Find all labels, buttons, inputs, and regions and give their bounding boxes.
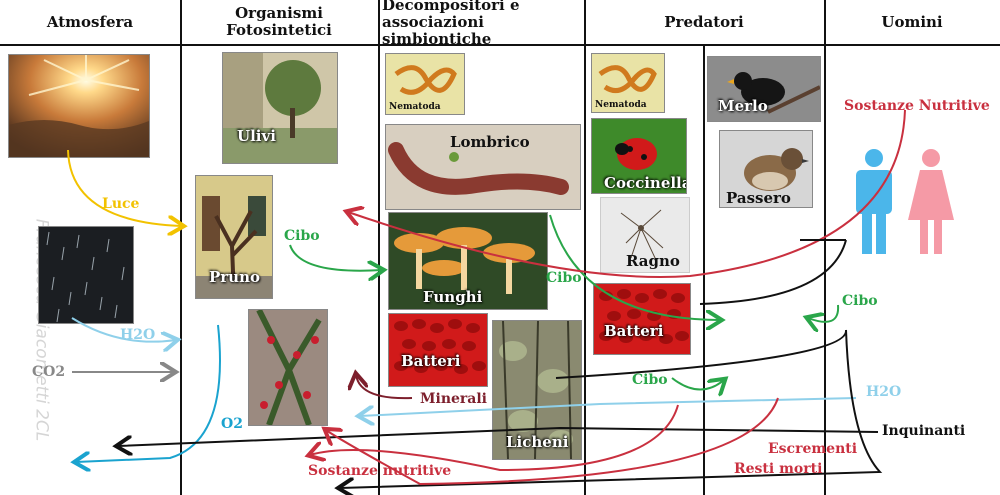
photo-batteri-1: Batteri (388, 313, 488, 387)
photo-pruno: Pruno (195, 175, 273, 299)
arrow-luce (67, 149, 182, 226)
flow-label-sostanze-nutritive-top: Sostanze Nutritive (844, 98, 990, 114)
flow-label-resti-morti: Resti morti (734, 461, 823, 477)
photo-bacche (248, 309, 328, 426)
woman-icon (906, 148, 956, 256)
photo-licheni: Licheni (492, 320, 582, 460)
label-nematoda-1: Nematoda (389, 102, 441, 112)
photo-nematoda-1: Nematoda (385, 53, 465, 115)
column-divider (703, 44, 705, 495)
flow-label-h2o-right: H2O (866, 384, 902, 400)
photo-nematoda-2: Nematoda (591, 53, 665, 113)
column-divider (824, 0, 826, 495)
label-batteri-1: Batteri (401, 352, 461, 370)
sun-icon (8, 54, 150, 158)
flow-label-cibo-left: Cibo (284, 228, 320, 244)
flow-label-minerali: Minerali (420, 391, 487, 407)
photo-funghi: Funghi (388, 212, 548, 310)
photo-ragno: Ragno (600, 197, 690, 273)
label-ulivi: Ulivi (237, 127, 276, 145)
header-divider (0, 44, 1000, 46)
flow-label-escrementi: Escrementi (768, 441, 858, 457)
column-divider (180, 0, 182, 495)
label-lombrico: Lombrico (450, 133, 530, 151)
arrow-o2 (76, 324, 221, 462)
flow-label-sostanze-nutritive-bottom: Sostanze nutritive (308, 463, 452, 479)
column-header-atmosfera: Atmosfera (46, 12, 134, 31)
column-header-predatori: Predatori (664, 12, 744, 31)
flow-label-co2: CO2 (32, 364, 66, 380)
label-merlo: Merlo (718, 97, 768, 115)
photo-lombrico: Lombrico (385, 124, 581, 210)
rain-icon (38, 226, 134, 324)
label-funghi: Funghi (423, 288, 483, 306)
label-licheni: Licheni (506, 433, 569, 451)
label-passero: Passero (726, 189, 791, 207)
arrow-cibo-left (289, 244, 382, 271)
flow-label-inquinanti: Inquinanti (882, 423, 966, 439)
column-header-decompositori: Decompositori e associazioni simbiontich… (382, 0, 520, 48)
flow-label-luce: Luce (102, 196, 140, 212)
column-header-uomini: Uomini (881, 12, 943, 31)
column-divider (584, 0, 586, 495)
label-ragno: Ragno (626, 252, 680, 270)
column-header-organismi: Organismi Fotosintetici (226, 4, 332, 39)
man-icon (852, 148, 896, 256)
photo-batteri-2: Batteri (593, 283, 691, 355)
flow-label-h2o-left: H2O (120, 327, 156, 343)
arrow-cibo-center (671, 378, 724, 390)
flow-label-o2: O2 (221, 416, 243, 432)
flow-label-cibo-right: Cibo (842, 293, 878, 309)
photo-passero: Passero (719, 130, 813, 208)
column-divider (378, 0, 380, 495)
label-nematoda-2: Nematoda (595, 100, 647, 110)
label-coccinella: Coccinella (604, 174, 687, 192)
label-pruno: Pruno (209, 268, 260, 286)
label-batteri-2: Batteri (604, 322, 664, 340)
photo-coccinella: Coccinella (591, 118, 687, 194)
photo-ulivi: Ulivi (222, 52, 338, 164)
flow-label-cibo-center: Cibo (632, 372, 668, 388)
flow-label-cibo-mid: Cibo (546, 270, 582, 286)
photo-merlo: Merlo (707, 56, 821, 122)
